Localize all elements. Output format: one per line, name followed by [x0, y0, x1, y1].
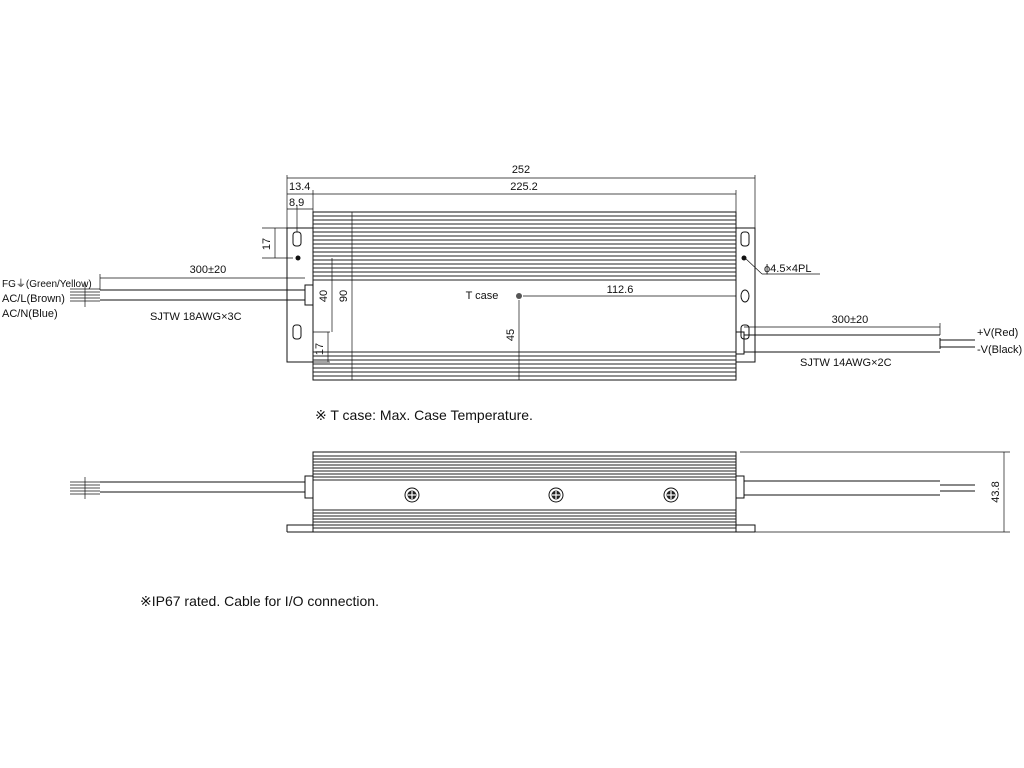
dim-tcase-vertical: 45 — [505, 329, 517, 341]
output-cable — [735, 331, 975, 355]
cable-in-label: SJTW 18AWG×3C — [150, 311, 242, 323]
dim-flange-offset: 13.4 — [289, 181, 310, 193]
side-gland-left — [304, 475, 314, 499]
cable-out-label: SJTW 14AWG×2C — [800, 357, 892, 369]
screw-icon — [404, 487, 420, 503]
dim-cable-out-length: 300±20 — [832, 314, 869, 326]
dim-width-total: 90 — [338, 290, 350, 302]
tcase-note: ※ T case: Max. Case Temperature. — [315, 407, 533, 423]
ground-point — [295, 255, 301, 261]
ip-note: ※IP67 rated. Cable for I/O connection. — [140, 593, 379, 609]
mounting-hole-bl — [292, 324, 302, 340]
dim-height: 43.8 — [990, 481, 1002, 502]
output-gland — [735, 331, 745, 355]
acl-label: AC/L(Brown) — [2, 293, 65, 305]
input-cable — [70, 283, 314, 307]
side-gland-right — [735, 475, 745, 499]
dim-hole-spacing-bottom: 17 — [314, 343, 326, 355]
input-gland — [304, 284, 314, 306]
tcase-label: T case — [466, 290, 499, 302]
dim-total-length: 252 — [512, 164, 530, 176]
dim-tcase-horizontal: 112.6 — [607, 284, 634, 296]
dimension-lines — [99, 175, 941, 380]
dim-hole-offset: 8.9 — [289, 197, 304, 209]
side-view: 43.8 ※IP67 rated. Cable for I/O connecti… — [70, 451, 1010, 609]
vpos-label: +V(Red) — [977, 327, 1018, 339]
acn-label: AC/N(Blue) — [2, 308, 58, 320]
vneg-label: -V(Black) — [977, 344, 1022, 356]
dim-width-inner: 40 — [318, 290, 330, 302]
side-foot-left — [286, 524, 313, 532]
mounting-hole-tr — [740, 231, 750, 247]
tcase-point — [516, 293, 522, 299]
ground-point-r — [741, 255, 747, 261]
side-ribs — [313, 455, 736, 529]
screw-icon — [663, 487, 679, 503]
case-ribs — [313, 215, 736, 377]
dim-body-length: 225.2 — [510, 181, 538, 193]
fg-label: FG⏚(Green/Yellow) — [2, 278, 92, 290]
mounting-hole-tl — [292, 231, 302, 247]
dim-hole-spacing-top: 17 — [261, 238, 273, 250]
dim-cable-in-length: 300±20 — [190, 264, 227, 276]
vent-slot — [740, 289, 750, 303]
side-foot-right — [736, 524, 756, 532]
screw-icon — [548, 487, 564, 503]
dim-mounting-holes: ϕ4.5×4PL — [764, 263, 811, 275]
top-view: 252 225.2 13.4 8.9 17 17 40 90 45 112.6 … — [2, 164, 1022, 423]
